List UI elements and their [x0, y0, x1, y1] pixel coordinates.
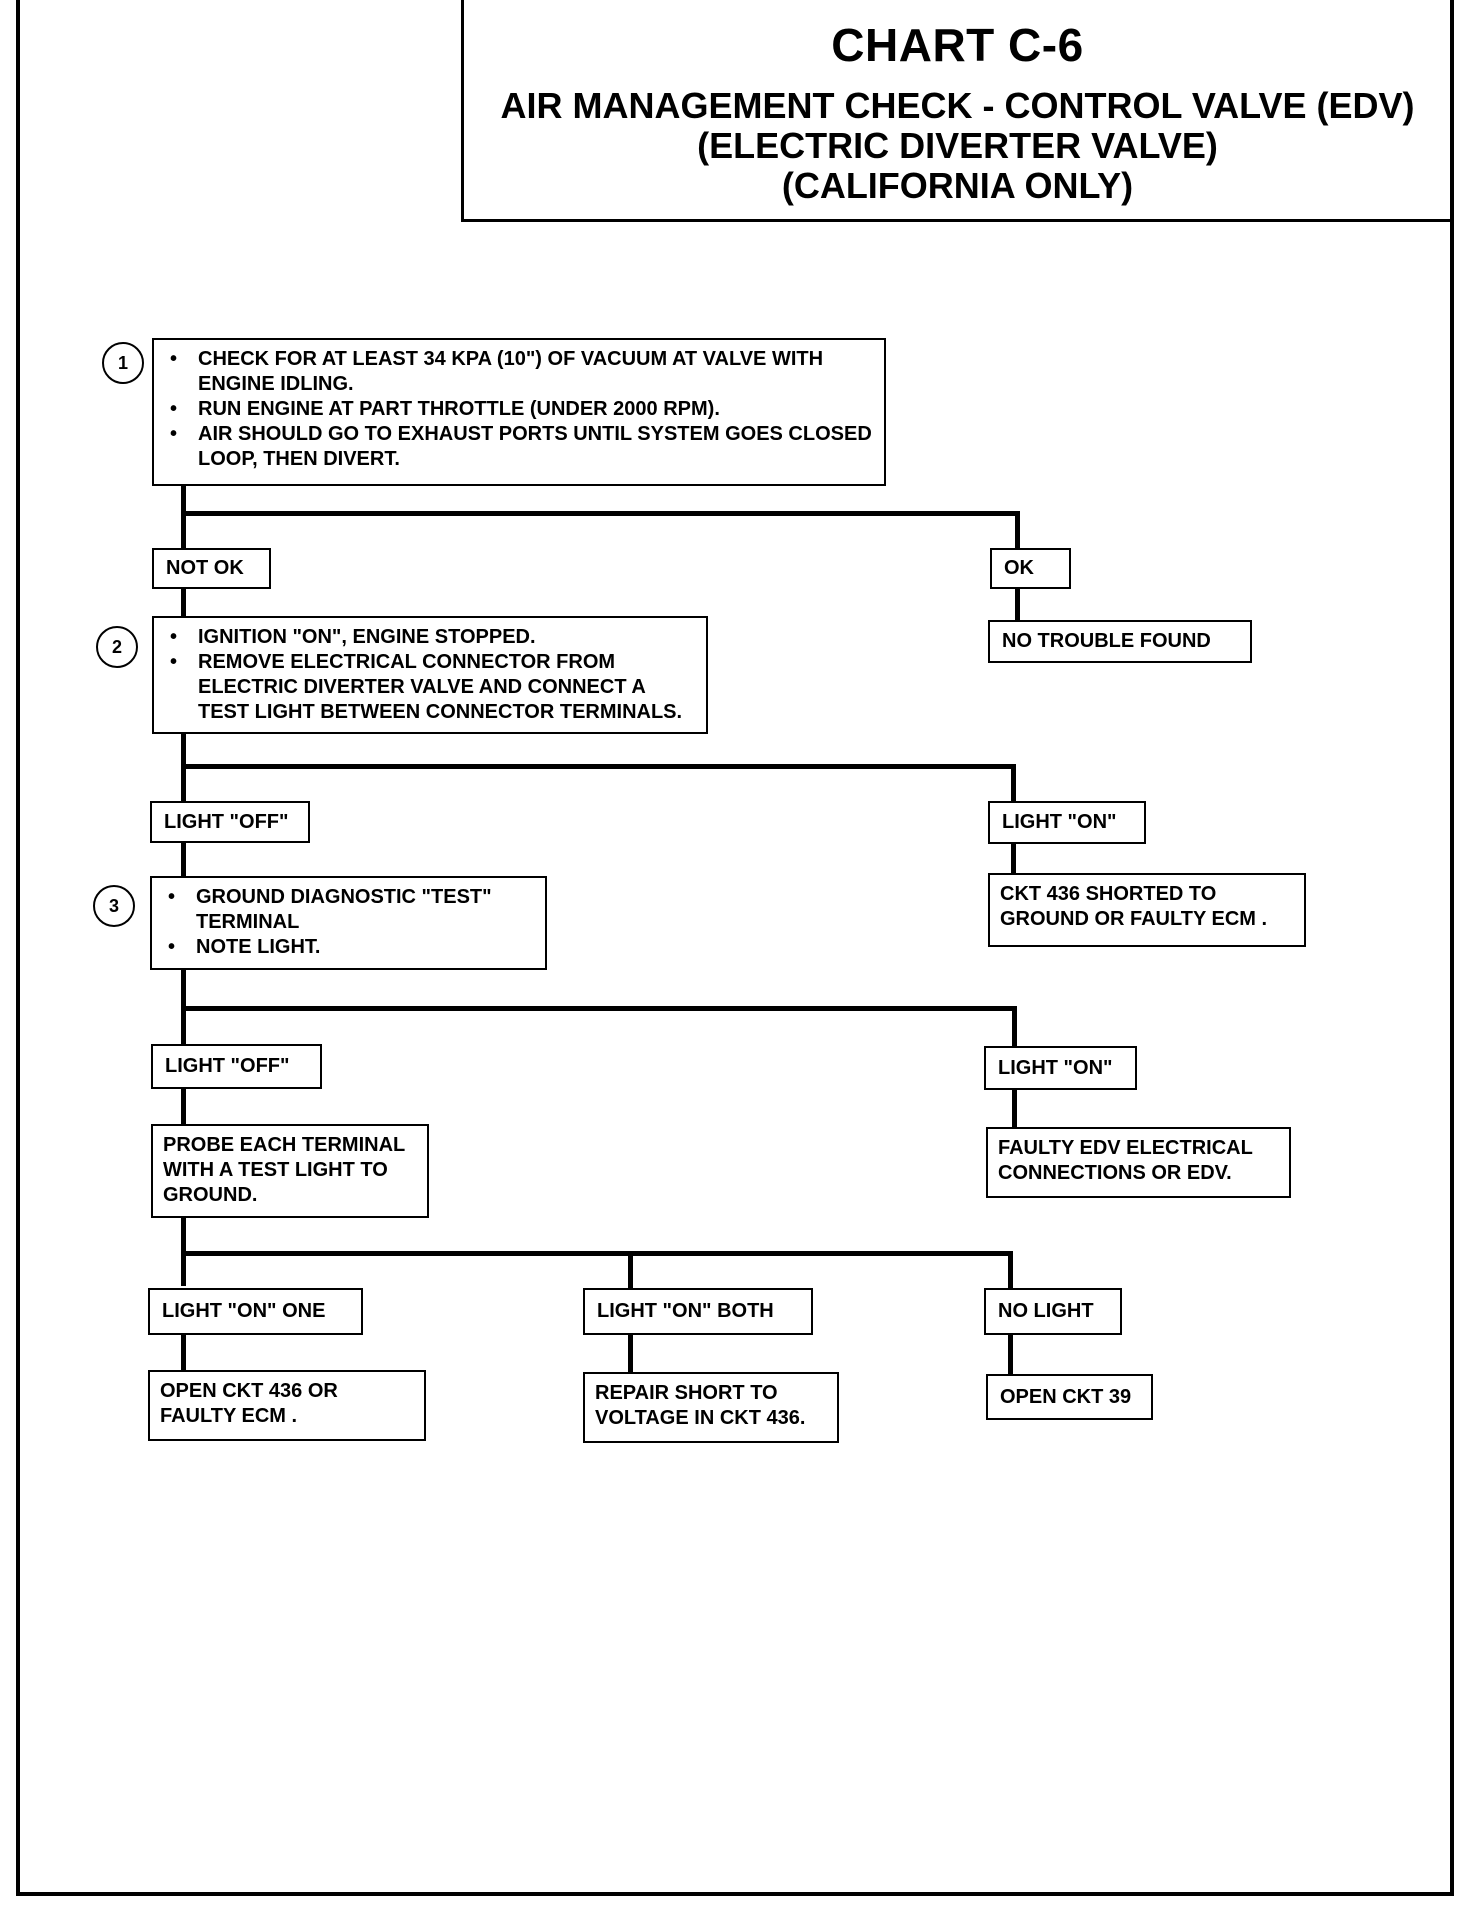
chart-header: CHART C-6 AIR MANAGEMENT CHECK - CONTROL… [461, 0, 1454, 222]
ok-label: OK [990, 548, 1071, 589]
bullet-icon: • [168, 886, 176, 908]
step-3-item: • NOTE LIGHT. [162, 935, 535, 960]
step-2-item-text: IGNITION "ON", ENGINE STOPPED. [198, 626, 536, 648]
connector-line [181, 1006, 1017, 1011]
connector-line [181, 511, 1020, 516]
no-trouble-result: NO TROUBLE FOUND [988, 620, 1252, 663]
open-ckt-436-result: OPEN CKT 436 OR FAULTY ECM . [148, 1370, 426, 1441]
connector-line [181, 1251, 1013, 1256]
step-1-item-text: RUN ENGINE AT PART THROTTLE (UNDER 2000 … [198, 398, 720, 420]
connector-line [181, 486, 186, 550]
no-light-label: NO LIGHT [984, 1288, 1122, 1335]
light-off-label: LIGHT "OFF" [150, 801, 310, 843]
page-frame [16, 0, 1454, 1896]
step-1-item-text: AIR SHOULD GO TO EXHAUST PORTS UNTIL SYS… [198, 423, 872, 470]
connector-line [1012, 1090, 1017, 1128]
step-number-3: 3 [93, 885, 135, 927]
step-number-2: 2 [96, 626, 138, 668]
connector-line [181, 842, 186, 877]
step-2-instructions: • IGNITION "ON", ENGINE STOPPED. • REMOVE … [152, 616, 708, 734]
light-on-one-label: LIGHT "ON" ONE [148, 1288, 363, 1335]
step-1-instructions: • CHECK FOR AT LEAST 34 KPA (10") OF VACU… [152, 338, 886, 486]
connector-line [181, 1087, 186, 1125]
bullet-icon: • [170, 423, 178, 445]
repair-short-result: REPAIR SHORT TO VOLTAGE IN CKT 436. [583, 1372, 839, 1443]
light-off-label: LIGHT "OFF" [151, 1044, 322, 1089]
bullet-icon: • [170, 398, 178, 420]
connector-line [1008, 1251, 1013, 1289]
not-ok-label: NOT OK [152, 548, 271, 589]
step-1-item-text: CHECK FOR AT LEAST 34 KPA (10") OF VACUU… [198, 348, 824, 395]
connector-line [1011, 844, 1016, 874]
step-3-item: • GROUND DIAGNOSTIC "TEST" TERMINAL [162, 885, 535, 935]
connector-line [1012, 1006, 1017, 1046]
connector-line [1008, 1334, 1013, 1374]
bullet-icon: • [170, 626, 178, 648]
bullet-icon: • [168, 936, 176, 958]
step-1-item: • CHECK FOR AT LEAST 34 KPA (10") OF VACU… [164, 347, 874, 397]
faulty-edv-result: FAULTY EDV ELECTRICAL CONNECTIONS OR EDV… [986, 1127, 1291, 1198]
ckt-436-shorted-result: CKT 436 SHORTED TO GROUND OR FAULTY ECM … [988, 873, 1306, 947]
bullet-icon: • [170, 651, 178, 673]
connector-line [1015, 511, 1020, 549]
connector-line [181, 589, 186, 616]
step-2-item: • IGNITION "ON", ENGINE STOPPED. [164, 625, 696, 650]
bullet-icon: • [170, 348, 178, 370]
chart-title: AIR MANAGEMENT CHECK - CONTROL VALVE (ED… [500, 85, 1415, 126]
step-1-item: • AIR SHOULD GO TO EXHAUST PORTS UNTIL SY… [164, 422, 874, 472]
step-1-item: • RUN ENGINE AT PART THROTTLE (UNDER 2000… [164, 397, 874, 422]
connector-line [1015, 589, 1020, 625]
chart-id: CHART C-6 [831, 19, 1084, 71]
connector-line [181, 764, 1016, 769]
step-3-item-text: NOTE LIGHT. [196, 936, 321, 958]
probe-terminal-instructions: PROBE EACH TERMINAL WITH A TEST LIGHT TO… [151, 1124, 429, 1218]
open-ckt-39-result: OPEN CKT 39 [986, 1374, 1153, 1420]
light-on-label: LIGHT "ON" [984, 1046, 1137, 1090]
connector-line [628, 1334, 633, 1372]
step-3-item-text: GROUND DIAGNOSTIC "TEST" TERMINAL [196, 886, 492, 933]
connector-line [1011, 764, 1016, 803]
step-number-1: 1 [102, 342, 144, 384]
light-on-label: LIGHT "ON" [988, 801, 1146, 844]
connector-line [628, 1251, 633, 1289]
connector-line [181, 1334, 186, 1370]
light-on-both-label: LIGHT "ON" BOTH [583, 1288, 813, 1335]
chart-subtitle: (ELECTRIC DIVERTER VALVE) [697, 125, 1218, 166]
step-2-item-text: REMOVE ELECTRICAL CONNECTOR FROM ELECTRI… [198, 651, 683, 723]
chart-scope: (CALIFORNIA ONLY) [781, 165, 1134, 206]
step-2-item: • REMOVE ELECTRICAL CONNECTOR FROM ELECTR… [164, 650, 696, 725]
step-3-instructions: • GROUND DIAGNOSTIC "TEST" TERMINAL • NOTE… [150, 876, 547, 970]
